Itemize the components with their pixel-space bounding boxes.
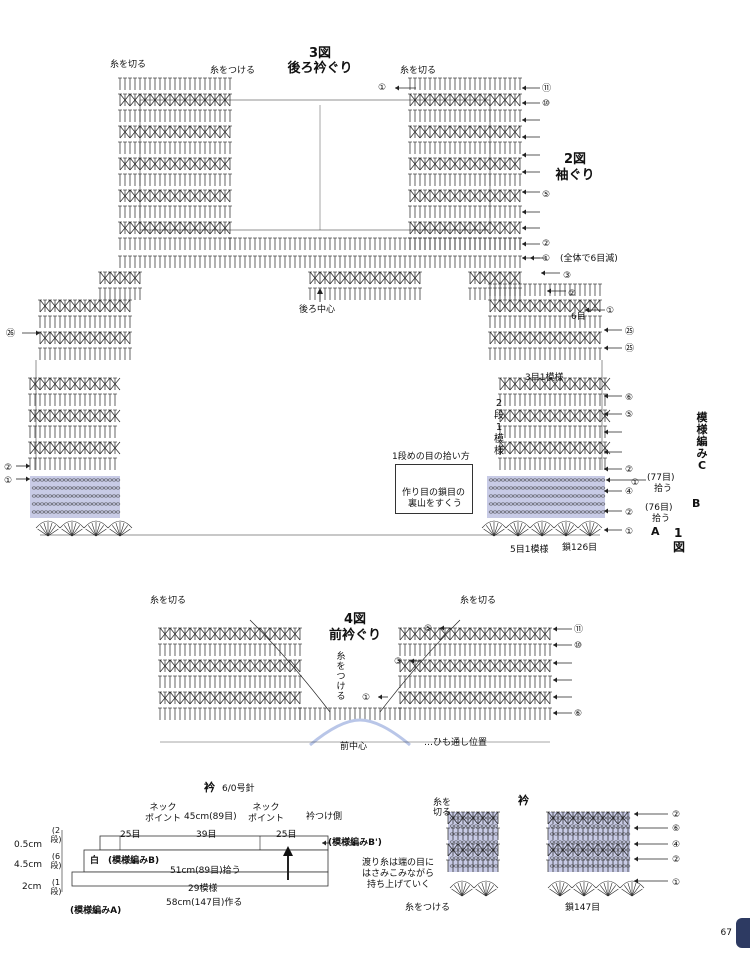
row-label-1-left: ① <box>4 476 13 486</box>
row-label-5b: ⑤ <box>625 410 634 420</box>
pick-77b: 拾う <box>654 484 673 494</box>
fig3-attach: 糸をつける <box>210 66 256 76</box>
row-label-1-side: ① <box>606 306 615 316</box>
fig3-title-num: 3図 <box>308 46 332 61</box>
band-c: 模様編みC <box>696 411 708 472</box>
row-label-1-top: ① <box>378 83 387 93</box>
fig4-title: 前衿ぐり <box>328 628 381 643</box>
back-center: 後ろ中心 <box>299 305 336 315</box>
row-label-1d: ① <box>625 527 634 537</box>
collar-chart-title: 衿 <box>518 794 529 807</box>
neck-point-left: ネック ポイント <box>145 803 182 824</box>
inset-line1: 作り目の鎖目の <box>402 488 466 498</box>
pattern-3-stitch: 3目1模様 <box>525 373 564 383</box>
cc-row-2a: ② <box>672 810 681 820</box>
row-label-2b: ② <box>568 289 577 299</box>
fig4-row-1: ① <box>362 693 371 703</box>
width-51: 51cm(89目)拾う <box>170 866 241 876</box>
height-2: 2cm <box>22 882 42 892</box>
collar-chart-cut: 糸を切る <box>432 798 451 818</box>
fig2-title: 袖ぐり <box>555 168 595 183</box>
count-25b: 25目 <box>276 830 297 840</box>
chain-147: 鎖147目 <box>565 903 601 913</box>
cc-row-4: ④ <box>672 840 681 850</box>
row-label-2d: ② <box>625 508 634 518</box>
row-label-25a: ㉕ <box>625 327 635 337</box>
count-25a: 25目 <box>120 830 141 840</box>
pattern-2-row: 2段1模様 <box>494 398 504 457</box>
white-label: 白 <box>90 856 100 866</box>
repeat-29: 29模様 <box>188 884 218 894</box>
collar-chart-attach: 糸をつける <box>405 903 451 913</box>
row-label-3: ③ <box>563 271 572 281</box>
six-stitches: 6目 <box>571 312 586 322</box>
rows-6: (6段) <box>50 852 62 870</box>
inset-line2: 裏山をすくう <box>408 499 462 509</box>
pick-77: (77目) <box>647 473 675 483</box>
decrease-note: (全体で6目減) <box>560 254 618 264</box>
chain-126: 鎖126目 <box>562 543 598 553</box>
fig3-cut-left: 糸を切る <box>110 60 147 70</box>
pattern-b-prime: (模様編みB') <box>328 838 382 848</box>
band-b: B <box>692 497 701 510</box>
collar-title: 衿 <box>204 781 215 794</box>
pick-76: (76目) <box>645 503 673 513</box>
fig4-row-11: ⑪ <box>574 625 584 635</box>
note-line3: 持ち上げていく <box>367 880 431 890</box>
row-label-10: ⑩ <box>542 99 551 109</box>
page-number: 67 <box>720 928 732 938</box>
pattern-a: (模様編みA) <box>70 906 122 916</box>
row-label-2-left: ② <box>4 463 13 473</box>
fig1-num: 1 <box>674 526 683 540</box>
row-label-25b: ㉕ <box>625 344 635 354</box>
collar-side: 衿つけ側 <box>306 812 343 822</box>
pattern-b: (模様編みB) <box>108 856 160 866</box>
fig4-row-10: ⑩ <box>574 641 583 651</box>
cc-row-6: ⑥ <box>672 824 681 834</box>
pattern-5-stitch: 5目1模様 <box>510 545 549 555</box>
rows-2: (2段) <box>50 826 62 844</box>
fig4-cut-right: 糸を切る <box>460 596 497 606</box>
row-label-2: ② <box>542 239 551 249</box>
row-label-11: ⑪ <box>542 84 552 94</box>
rows-1: (1段) <box>50 878 62 896</box>
band-a: A <box>651 525 660 538</box>
fig4-attach: 糸をつける <box>336 652 346 702</box>
row-label-6: ⑥ <box>625 393 634 403</box>
neck-point-right: ネック ポイント <box>248 803 285 824</box>
note-line1: 渡り糸は端の目に <box>362 858 435 868</box>
fig4-row-3: ③ <box>394 657 403 667</box>
row-label-1: ① <box>542 254 551 264</box>
fig1-suffix: 図 <box>673 540 686 554</box>
fig2-title-num: 2図 <box>563 152 587 167</box>
row-label-5: ⑤ <box>542 190 551 200</box>
page-tab <box>736 918 750 948</box>
fig4-row-6: ⑥ <box>574 709 583 719</box>
fig4-row-5: ⑤ <box>424 624 433 634</box>
height-05: 0.5cm <box>14 840 43 850</box>
width-58: 58cm(147目)作る <box>166 898 243 908</box>
height-45: 4.5cm <box>14 860 43 870</box>
collar-needle: 6/0号針 <box>222 784 255 794</box>
note-line2: はさみこみながら <box>362 869 435 879</box>
cord-position: …ひも通し位置 <box>424 738 488 748</box>
pick-76b: 拾う <box>652 514 671 524</box>
row-label-1c: ① <box>631 478 640 488</box>
inset-title: 1段めの目の拾い方 <box>392 452 470 462</box>
row-label-26: ㉖ <box>6 329 16 339</box>
fig4-cut-left: 糸を切る <box>150 596 187 606</box>
width-45: 45cm(89目) <box>184 812 237 822</box>
fig3-title: 後ろ衿ぐり <box>287 61 353 76</box>
row-label-4: ④ <box>625 487 634 497</box>
fig4-title-num: 4図 <box>343 612 367 627</box>
front-center: 前中心 <box>340 742 368 752</box>
count-39: 39目 <box>196 830 217 840</box>
cc-row-1: ① <box>672 878 681 888</box>
cc-row-2b: ② <box>672 855 681 865</box>
fig3-cut-right: 糸を切る <box>400 66 437 76</box>
row-label-2c: ② <box>625 465 634 475</box>
inset-box <box>395 464 473 514</box>
